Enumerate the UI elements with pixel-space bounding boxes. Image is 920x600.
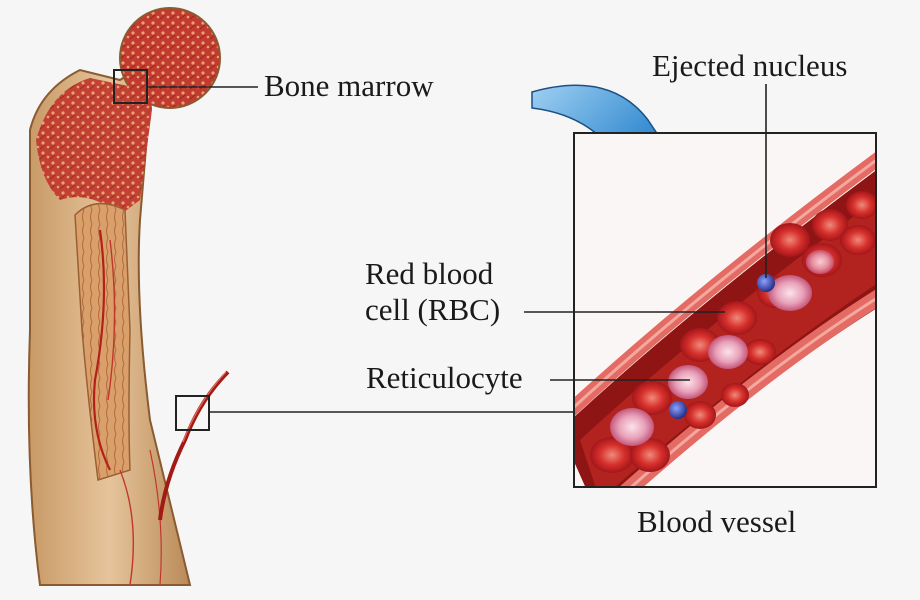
blood-vessel-illustration bbox=[574, 133, 876, 487]
blood-vessel-label: Blood vessel bbox=[637, 504, 797, 539]
rbc-label-line1: Red blood bbox=[365, 256, 494, 291]
red-blood-cells bbox=[590, 191, 876, 473]
red-blood-cell-label: Red blood cell (RBC) bbox=[365, 256, 500, 327]
bone-marrow-label: Bone marrow bbox=[264, 68, 434, 103]
vessel-inset-box bbox=[175, 395, 210, 431]
ejected-nucleus-top bbox=[757, 274, 775, 292]
ejected-nucleus-bottom bbox=[669, 401, 687, 419]
reticulocyte-label: Reticulocyte bbox=[366, 360, 523, 395]
femur-bone bbox=[27, 7, 230, 586]
blood-vessel-inset-frame bbox=[573, 132, 877, 488]
reticulocytes bbox=[610, 250, 834, 446]
ejected-nucleus-label: Ejected nucleus bbox=[652, 48, 848, 83]
rbc-label-line2: cell (RBC) bbox=[365, 291, 501, 327]
